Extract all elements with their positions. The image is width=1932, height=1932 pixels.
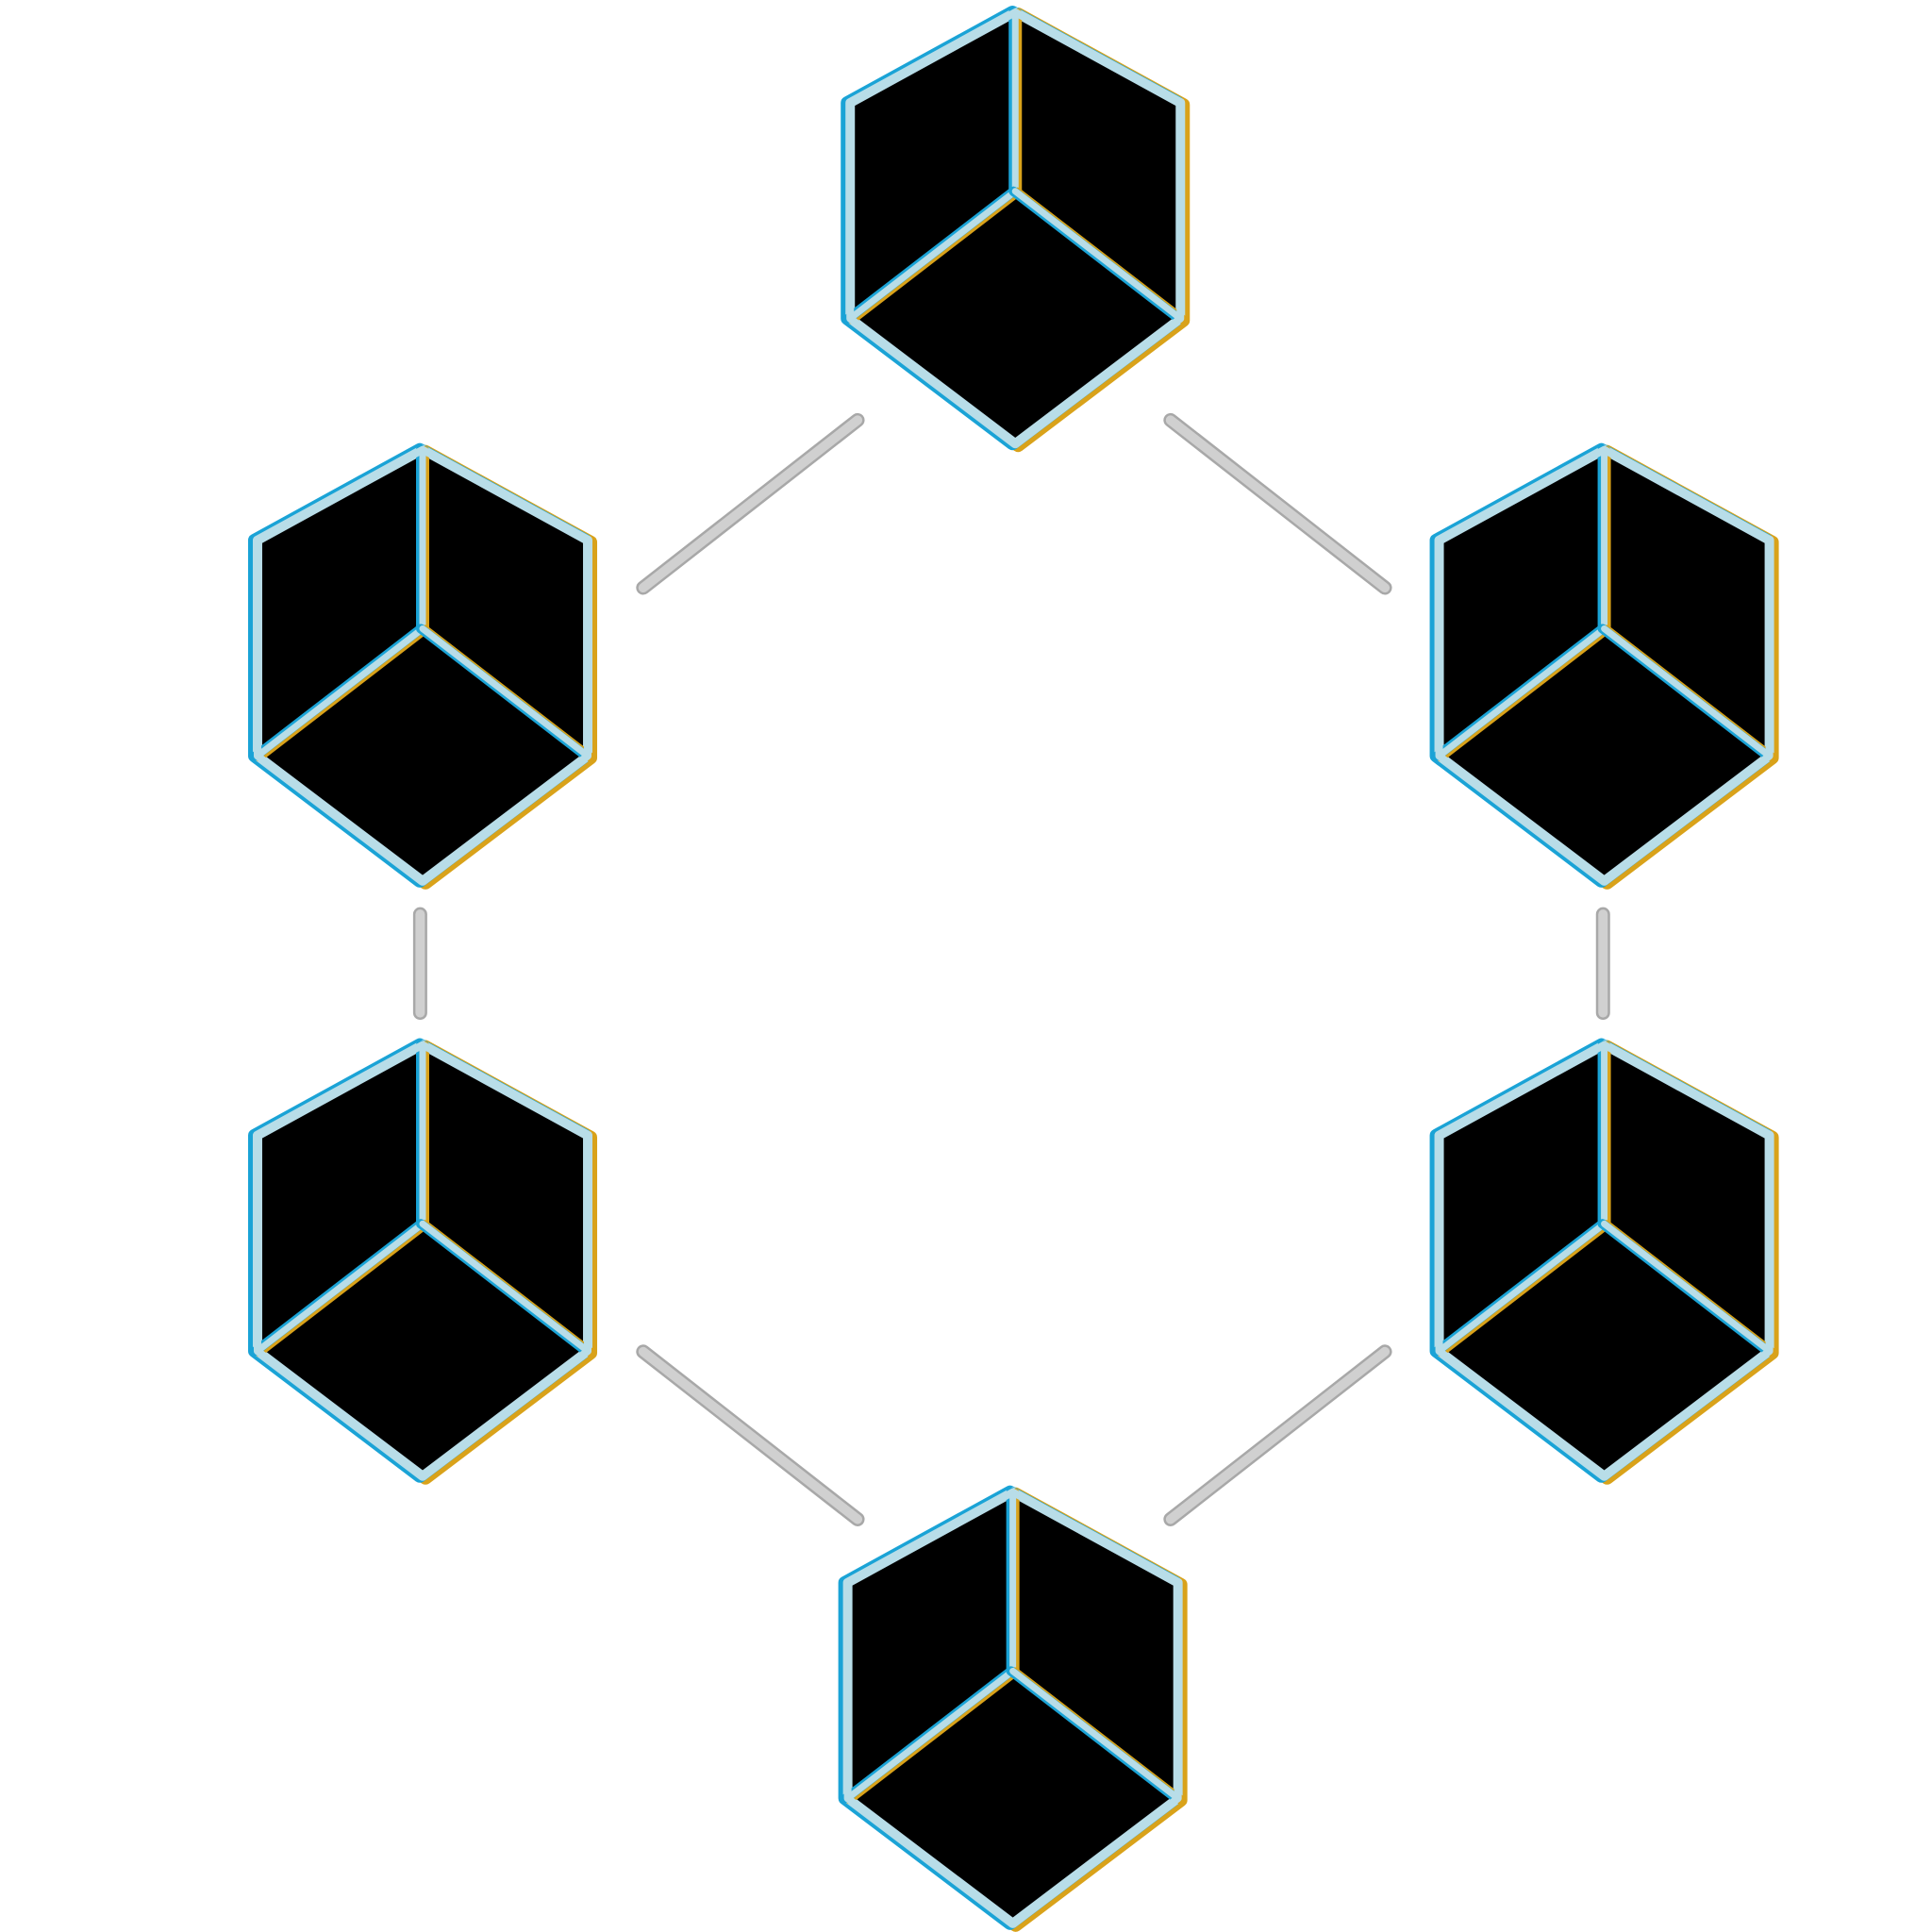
connector-line	[1163, 1344, 1392, 1526]
cube-lower-left-icon	[247, 1038, 598, 1485]
cube-upper-right-icon	[1429, 442, 1779, 890]
cube-bottom-icon	[838, 1485, 1188, 1932]
connector-layer	[412, 412, 1610, 1526]
node-layer	[247, 6, 1779, 1932]
connector-line	[636, 412, 865, 595]
cube-lower-right-icon	[1429, 1038, 1779, 1485]
connector-line	[636, 1344, 865, 1526]
cube-top-icon	[841, 6, 1191, 453]
cube-upper-left-icon	[247, 442, 598, 890]
connector-line	[1163, 412, 1392, 595]
